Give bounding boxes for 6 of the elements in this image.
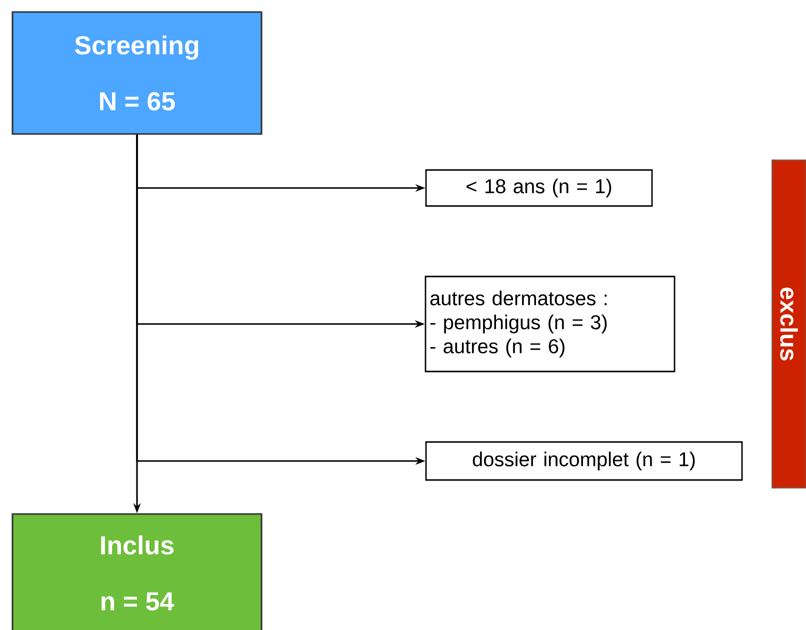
exclusion-box: dossier incomplet (n = 1) [425, 441, 743, 481]
process-box: Screening N = 65 [12, 11, 262, 135]
exclusion-box: autres dermatoses : - pemphigus (n = 3) - autres (n = 6) [424, 276, 676, 372]
exclusion-box: < 18 ans (n = 1) [425, 169, 653, 207]
process-box: Inclus n = 54 [12, 513, 262, 630]
category-band: exclus [772, 160, 806, 488]
